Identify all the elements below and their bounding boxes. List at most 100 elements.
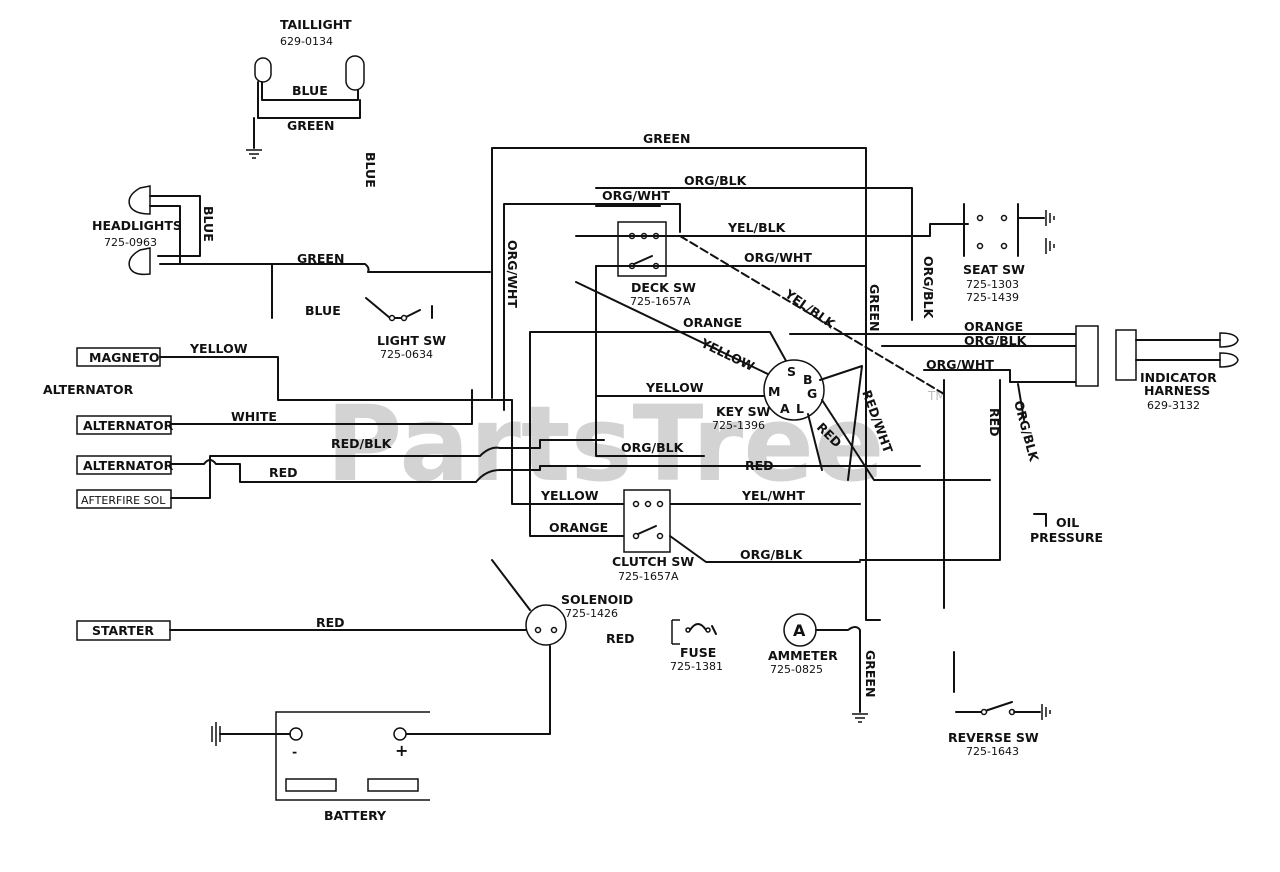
wire-label: RED	[606, 631, 635, 646]
wire-label: RED/BLK	[331, 436, 393, 451]
clutch-sw-name: CLUTCH SW	[612, 554, 694, 569]
wire-label: ORG/BLK	[740, 547, 804, 562]
seat-sw-part1: 725-1303	[966, 278, 1019, 291]
wire-label: YEL/BLK	[727, 220, 787, 235]
wire-label: GREEN	[643, 131, 690, 146]
battery-cell-left	[285, 778, 337, 792]
ground-icon	[246, 149, 262, 159]
taillight-name: TAILLIGHT	[280, 17, 352, 32]
wire-label: GREEN	[297, 251, 344, 266]
indicator-name1: INDICATOR	[1140, 370, 1217, 385]
wire-label: BLUE	[292, 83, 328, 98]
wire-label: ORG/WHT	[744, 250, 812, 265]
seat-sw-part2: 725-1439	[966, 291, 1019, 304]
solenoid-body	[525, 604, 567, 646]
afterfire-label: AFTERFIRE SOL	[81, 494, 166, 507]
indicator-lamp-lower	[1219, 352, 1239, 368]
wire-label: ORANGE	[549, 520, 608, 535]
battery-terminal-neg	[289, 727, 303, 741]
light-sw-part: 725-0634	[380, 348, 433, 361]
wire-label: GREEN	[867, 284, 882, 331]
oil-name2: PRESSURE	[1030, 530, 1103, 545]
wire-label: RED	[987, 408, 1002, 437]
fuse	[671, 619, 717, 645]
headlight-lamp-lower	[128, 247, 151, 276]
key-switch-body	[763, 359, 825, 421]
seat-sw-name: SEAT SW	[963, 262, 1025, 277]
wire-label: ORG/WHT	[926, 357, 994, 372]
watermark-tm: TM	[927, 389, 946, 403]
wire-label: RED	[745, 458, 774, 473]
clutch-sw-part: 725-1657A	[618, 570, 679, 583]
indicator-lamp-upper	[1219, 332, 1239, 348]
wire-label: ORG/WHT	[602, 188, 670, 203]
wire-label: ORG/BLK	[621, 440, 685, 455]
wire-label: YEL/WHT	[741, 488, 805, 503]
ammeter-part: 725-0825	[770, 663, 823, 676]
clutch-switch-box	[623, 489, 671, 553]
wire-label: RED	[316, 615, 345, 630]
key-terminal-g: G	[807, 386, 817, 401]
ammeter: A	[783, 613, 868, 723]
fuse-name: FUSE	[680, 645, 716, 660]
indicator-part: 629-3132	[1147, 399, 1200, 412]
ammeter-name: AMMETER	[768, 648, 838, 663]
harness-connector	[1075, 325, 1099, 387]
reverse-switch	[953, 651, 1051, 720]
headlights-name: HEADLIGHTS	[92, 218, 182, 233]
solenoid	[399, 559, 567, 735]
wire-label: ORG/BLK	[1011, 399, 1042, 464]
wire-label: ORG/BLK	[964, 333, 1028, 348]
taillight-bulb-right	[345, 55, 365, 91]
harness-plug	[1115, 329, 1137, 381]
wire-label: BLUE	[201, 206, 216, 242]
key-terminal-m: M	[768, 384, 780, 399]
alternator-label-2: ALTERNATOR	[83, 458, 174, 473]
solenoid-part: 725-1426	[565, 607, 618, 620]
battery-neg-symbol: -	[292, 744, 297, 759]
wire-label: RED	[269, 465, 298, 480]
wire-label: GREEN	[287, 118, 334, 133]
wire-label: ORG/WHT	[505, 240, 520, 308]
key-switch: S B M G A L	[763, 359, 825, 421]
taillight-bulb-left	[254, 57, 272, 83]
wire-label: WHITE	[231, 409, 277, 424]
key-terminal-l: L	[796, 401, 804, 416]
wire-label: ORANGE	[683, 315, 742, 330]
wire-label: BLUE	[363, 152, 378, 188]
battery-pos-symbol: +	[395, 741, 408, 760]
wire-label: GREEN	[863, 650, 878, 697]
oil-name1: OIL	[1056, 515, 1079, 530]
wire-label: YELLOW	[189, 341, 248, 356]
wire-label: ORG/BLK	[921, 256, 936, 320]
alternator-label-1: ALTERNATOR	[83, 418, 174, 433]
key-sw-part: 725-1396	[712, 419, 765, 432]
battery: - +	[211, 711, 430, 801]
headlight-lamp-upper	[128, 185, 151, 215]
battery-cell-right	[367, 778, 419, 792]
wire-label: YELLOW	[645, 380, 704, 395]
clutch-switch	[623, 489, 671, 553]
solenoid-name: SOLENOID	[561, 592, 633, 607]
key-terminal-s: S	[787, 364, 796, 379]
deck-sw-part: 725-1657A	[630, 295, 691, 308]
wire-label: YELLOW	[540, 488, 599, 503]
wire-label: ORANGE	[964, 319, 1023, 334]
taillight-part: 629-0134	[280, 35, 333, 48]
key-terminal-b: B	[803, 372, 813, 387]
indicator-name2: HARNESS	[1144, 383, 1210, 398]
ammeter-symbol: A	[793, 621, 806, 640]
alternator-heading: ALTERNATOR	[43, 382, 134, 397]
battery-name: BATTERY	[324, 808, 387, 823]
headlights	[128, 185, 491, 319]
wire-label: BLUE	[305, 303, 341, 318]
wire-label: YELLOW	[698, 335, 757, 374]
light-sw-name: LIGHT SW	[377, 333, 446, 348]
taillight	[246, 55, 365, 159]
light-switch	[365, 297, 433, 322]
headlights-part: 725-0963	[104, 236, 157, 249]
reverse-sw-part: 725-1643	[966, 745, 1019, 758]
key-terminal-a: A	[780, 401, 790, 416]
ground-icon	[852, 713, 868, 723]
